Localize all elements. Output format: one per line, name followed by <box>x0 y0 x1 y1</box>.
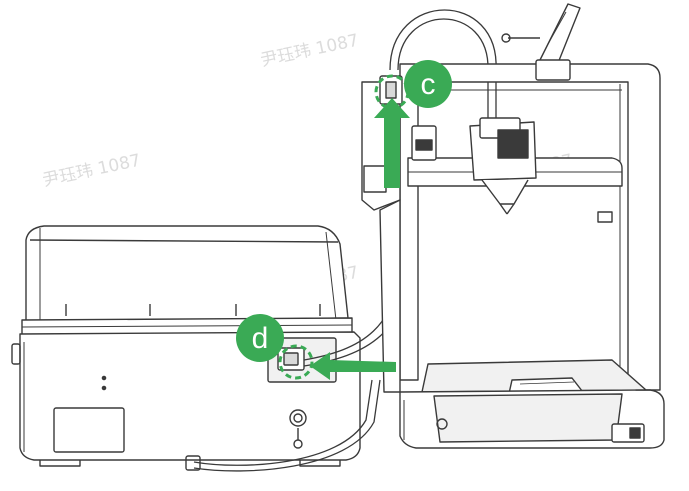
callout-c: c <box>404 60 452 108</box>
lid-edge <box>29 239 339 243</box>
rim-line <box>21 324 353 328</box>
watermark-2: 尹珏玮 1087 <box>41 151 143 191</box>
callout-d-label: d <box>252 322 269 355</box>
callout-c-label: c <box>421 68 436 101</box>
dryer-lid <box>25 225 349 323</box>
spool-arm <box>539 3 581 69</box>
ptfe-tube-top-a <box>389 9 497 118</box>
spool-arm-detail <box>547 11 567 45</box>
callout-d: d <box>236 314 284 362</box>
extruder-gear <box>415 139 433 151</box>
print-head-fan <box>497 129 529 159</box>
indicator-dot-2 <box>101 385 107 391</box>
lid-corner-right <box>325 231 337 321</box>
nozzle-left <box>499 203 508 215</box>
ptfe-tube-bottom-a <box>193 379 373 466</box>
outlet-connector <box>283 352 299 366</box>
dryer-box <box>11 225 361 471</box>
power-switch <box>629 427 641 439</box>
foot-right <box>299 460 341 467</box>
nozzle-right <box>506 203 515 215</box>
arrow-to-sensor <box>374 98 410 188</box>
spool-arm-mount <box>535 59 571 81</box>
base-top-plate <box>433 393 623 443</box>
column-bracket <box>363 165 387 193</box>
watermark-1: 尹珏玮 1087 <box>259 31 361 71</box>
bed-plate-line <box>519 381 575 385</box>
ptfe-tube-top-b <box>397 18 489 118</box>
runout-sensor-port <box>385 81 397 99</box>
indicator-dot-1 <box>101 375 107 381</box>
highlight-outlet-port <box>278 344 314 380</box>
display-window <box>53 407 125 453</box>
dial-knob <box>289 409 307 427</box>
top-knob <box>501 33 511 43</box>
z-endstop <box>597 211 613 223</box>
hotend-nozzle-shroud <box>481 179 529 205</box>
ptfe-tube-bottom-b <box>193 379 381 472</box>
side-latch <box>11 343 21 365</box>
printer <box>361 3 665 449</box>
base-foot-left <box>436 418 448 430</box>
printer-frame <box>399 63 661 391</box>
arrow-to-outlet <box>310 352 396 380</box>
dial-button <box>293 439 303 449</box>
dial-knob-center <box>293 413 303 423</box>
green-annotations: c d <box>236 60 452 380</box>
foot-left <box>39 460 81 467</box>
